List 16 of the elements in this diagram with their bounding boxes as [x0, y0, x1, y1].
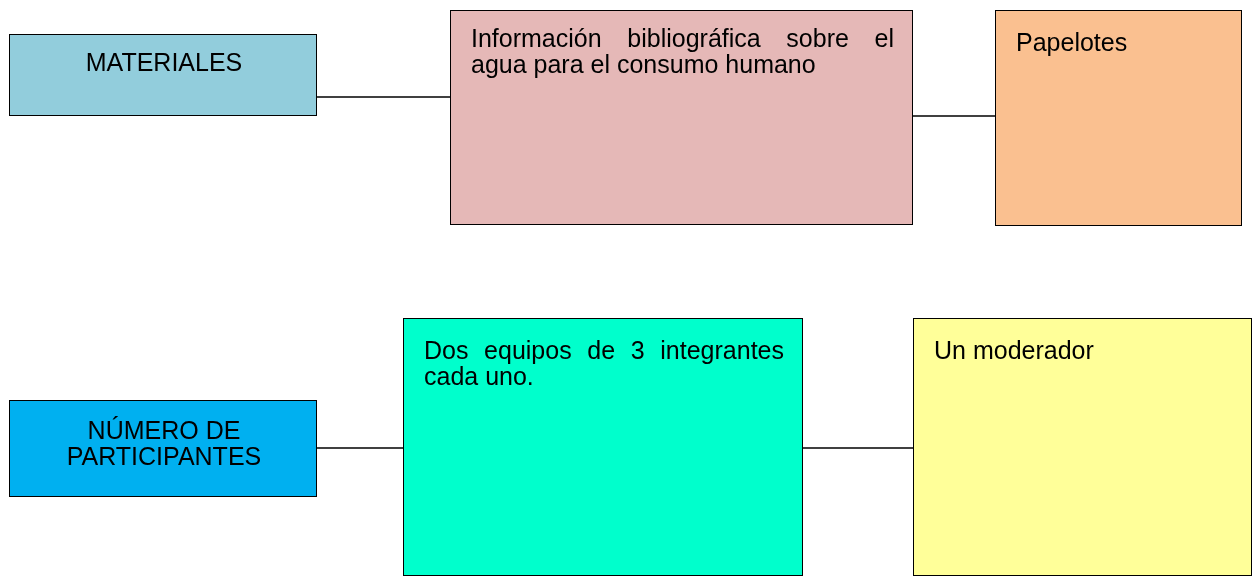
text-box — [995, 10, 1242, 226]
box-text: NÚMERO DE PARTICIPANTES — [65, 417, 263, 469]
text-box — [450, 10, 913, 225]
connector-line — [912, 115, 996, 117]
connector-line — [802, 447, 914, 449]
box-text: Información bibliográfica sobre el agua para el consumo humano — [471, 25, 894, 77]
connector-line — [316, 96, 451, 98]
box-text: MATERIALES — [84, 49, 244, 75]
text-box — [9, 34, 317, 116]
text-box — [403, 318, 803, 576]
text-box — [9, 400, 317, 497]
box-text: Un moderador — [934, 337, 1095, 363]
text-box — [913, 318, 1252, 576]
box-text: Papelotes — [1016, 29, 1129, 55]
box-text: Dos equipos de 3 integrantes cada uno. — [424, 337, 784, 389]
connector-line — [316, 447, 404, 449]
